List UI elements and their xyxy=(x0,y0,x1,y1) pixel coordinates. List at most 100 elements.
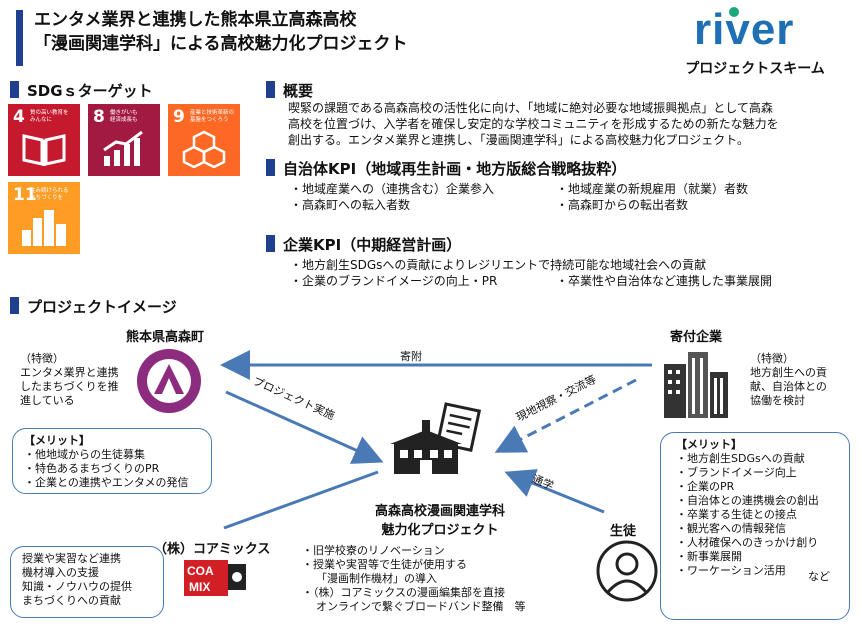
merit-item: ・他地域からの生徒募集 xyxy=(24,448,145,461)
sdg-tile-9: 9 産業と技術革新の基盤をつくろう xyxy=(168,104,240,176)
town-emblem-icon xyxy=(137,349,201,413)
feature-line: 進している xyxy=(20,394,75,407)
title-line-2: 「漫画関連学科」による高校魅力化プロジェクト xyxy=(34,34,408,54)
sdg-number: 11 xyxy=(13,185,37,205)
coamix-contrib: 授業や実習など連携 機材導入の支援 知識・ノウハウの提供 まちづくりへの貢献 xyxy=(22,552,132,608)
merit-item: ・新事業展開 xyxy=(676,550,742,563)
heading-marker xyxy=(266,81,275,98)
takamori-town-name: 熊本県高森町 xyxy=(126,330,205,345)
merit-item: ・卒業する生徒との接点 xyxy=(676,508,797,521)
svg-text:river: river xyxy=(694,6,794,54)
project-image-heading-text: プロジェクトイメージ xyxy=(27,298,177,316)
project-name-line: 高森高校漫画関連学科 xyxy=(374,504,505,519)
sdg-tile-4: 4 質の高い教育をみんなに xyxy=(8,104,80,176)
scheme-label: プロジェクトスキーム xyxy=(685,61,825,77)
project-image-heading: プロジェクトイメージ xyxy=(10,296,177,317)
takamori-feature: （特徴） エンタメ業界と連携 したまちづくりを推 進している xyxy=(20,352,119,408)
merit-item: ・自治体との連携機会の創出 xyxy=(676,494,819,507)
heading-marker xyxy=(266,235,275,252)
corp-kpi-item: ・地方創生SDGsへの貢献によりレジリエントで持続可能な地域社会への貢献 xyxy=(290,258,707,272)
contrib-line: 機材導入の支援 xyxy=(22,566,99,579)
title-accent-bar xyxy=(16,10,23,66)
corp-kpi-heading-text: 企業KPI（中期経営計画） xyxy=(283,236,462,254)
gov-kpi-item: ・高森町からの転出者数 xyxy=(556,198,689,212)
school-icon xyxy=(386,400,496,480)
coamix-connector xyxy=(223,470,379,530)
gov-kpi-item: ・高森町への転入者数 xyxy=(290,198,411,212)
gov-kpi-heading: 自治体KPI（地域再生計画・地方版総合戦略抜粋） xyxy=(266,158,626,179)
sdg-label: 質の高い教育をみんなに xyxy=(30,110,69,123)
corp-kpi-item: ・企業のブランドイメージの向上・PR xyxy=(290,274,498,288)
attendance-arrow xyxy=(504,469,605,514)
heading-marker xyxy=(266,159,275,176)
project-item: ・（株）コアミックスの漫画編集部を直接 xyxy=(302,586,505,599)
takamori-merit-bubble xyxy=(12,428,212,494)
coamix-logo-text: MIX xyxy=(189,580,210,594)
overview-text: 喫緊の課題である高森高校の活性化に向け、「地域に絶対必要な地域振興拠点」として高… xyxy=(288,100,858,148)
sdg-number: 8 xyxy=(93,107,105,127)
merit-item: ・観光客への情報発信 xyxy=(676,522,786,535)
overview-line: 創出する。エンタメ業界と連携し、「漫画関連学科」による高校魅力化プロジェクト。 xyxy=(288,133,750,147)
sdg-label: 働きがいも経済成長も xyxy=(110,110,138,123)
sdgs-heading: SDGｓターゲット xyxy=(10,80,153,101)
cubes-icon xyxy=(182,130,226,168)
heading-marker xyxy=(10,81,19,98)
coamix-name: （株）コアミックス xyxy=(154,542,271,557)
overview-heading-text: 概要 xyxy=(283,82,314,100)
merit-item: ・人材確保へのきっかけ創り xyxy=(676,536,819,549)
gov-kpi-heading-text: 自治体KPI（地域再生計画・地方版総合戦略抜粋） xyxy=(283,160,627,178)
donor-company-name: 寄付企業 xyxy=(670,330,723,345)
book-icon xyxy=(22,134,66,166)
river-logo: river xyxy=(690,5,840,56)
sdg-number: 9 xyxy=(173,107,185,127)
sdg-tile-11: 11 住み続けられるまちづくりを xyxy=(8,182,80,254)
corp-kpi-item: ・卒業性や自治体など連携した事業展開 xyxy=(556,274,773,288)
donor-merits: 【メリット】 ・地方創生SDGsへの貢献 ・ブランドイメージ向上 ・企業のPR … xyxy=(676,438,819,578)
donor-feature: （特徴） 地方創生への貢 献、自治体との 協働を検討 xyxy=(750,352,827,408)
sdgs-heading-text: SDGｓターゲット xyxy=(27,82,153,100)
project-item: オンラインで繋ぐブロードバンド整備 等 xyxy=(316,600,526,613)
person-icon xyxy=(596,540,658,602)
project-name-line: 魅力化プロジェクト xyxy=(381,523,499,538)
coamix-logo: COA MIX xyxy=(184,560,246,600)
coamix-bubble xyxy=(10,546,164,618)
city-icon xyxy=(22,210,66,246)
coamix-logo-text: COA xyxy=(187,564,214,578)
gov-kpi-item: ・地域産業の新規雇用（就業）者数 xyxy=(556,182,749,196)
implementation-arrow xyxy=(225,390,384,464)
overview-heading: 概要 xyxy=(266,80,313,101)
contrib-line: 知識・ノウハウの提供 xyxy=(22,580,132,593)
merit-item: ・特色あるまちづくりのPR xyxy=(24,462,160,475)
donation-label: 寄附 xyxy=(400,350,422,363)
sdg-label: 産業と技術革新の基盤をつくろう xyxy=(190,110,235,123)
project-item: ・旧学校寮のリノベーション xyxy=(302,544,445,557)
feature-line: （特徴） xyxy=(20,352,64,365)
river-logo-icon: river xyxy=(694,5,794,54)
gov-kpi-item: ・地域産業への（連携含む）企業参入 xyxy=(290,182,495,196)
school-with-paper-icon xyxy=(390,402,482,474)
merit-item: ・ワーケーション活用 xyxy=(676,564,786,577)
growth-chart-icon xyxy=(103,130,143,166)
contrib-line: 授業や実習など連携 xyxy=(22,552,121,565)
merit-item: ・地方創生SDGsへの貢献 xyxy=(676,452,805,465)
merits-suffix: など xyxy=(808,570,830,583)
merit-item: ・企業のPR xyxy=(676,480,735,493)
contrib-line: まちづくりへの貢献 xyxy=(22,594,121,607)
feature-line: 地方創生への貢 xyxy=(750,366,827,379)
merit-item: ・ブランドイメージ向上 xyxy=(676,466,797,479)
project-items: ・旧学校寮のリノベーション ・授業や実習等で生徒が使用する 「漫画制作機材」の導… xyxy=(302,544,526,614)
coamix-logo-icon: COA MIX xyxy=(184,560,246,596)
feature-line: 献、自治体との xyxy=(750,380,827,393)
project-item: ・授業や実習等で生徒が使用する xyxy=(302,558,467,571)
takamori-merits: 【メリット】 ・他地域からの生徒募集 ・特色あるまちづくりのPR ・企業との連携… xyxy=(24,434,189,490)
project-item: 「漫画制作機材」の導入 xyxy=(316,572,437,585)
sdg-label: 住み続けられるまちづくりを xyxy=(30,188,69,201)
merit-item: ・企業との連携やエンタメの発信 xyxy=(24,476,189,489)
inspection-arrow xyxy=(494,378,637,453)
student-name: 生徒 xyxy=(610,524,637,539)
merit-title: 【メリット】 xyxy=(24,434,90,447)
page-title: エンタメ業界と連携した熊本県立高森高校 「漫画関連学科」による高校魅力化プロジェ… xyxy=(16,8,656,66)
feature-line: したまちづくりを推 xyxy=(20,380,119,393)
feature-line: （特徴） xyxy=(750,352,794,365)
